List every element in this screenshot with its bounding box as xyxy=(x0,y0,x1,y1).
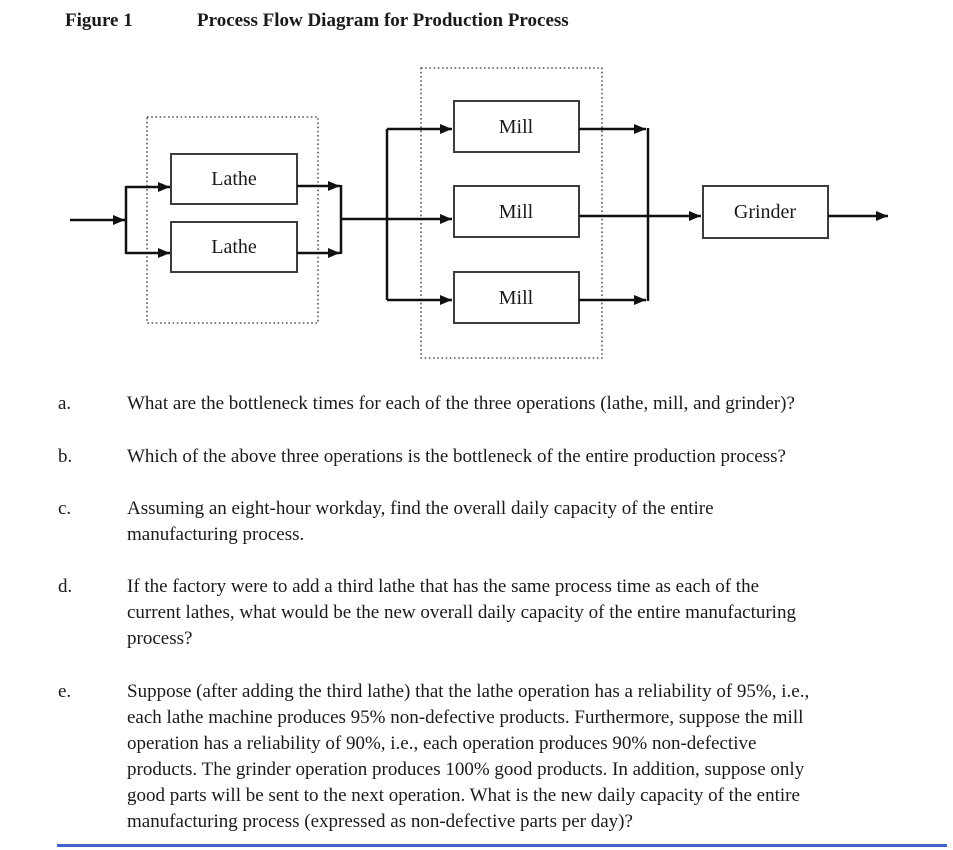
mill3-box xyxy=(453,271,580,324)
mill1-label: Mill xyxy=(499,116,534,138)
question-d-text: If the factory were to add a third lathe… xyxy=(127,574,796,652)
question-line: What are the bottleneck times for each o… xyxy=(127,393,795,414)
question-a-text: What are the bottleneck times for each o… xyxy=(127,391,795,417)
figure-title-row: Figure 1 Process Flow Diagram for Produc… xyxy=(0,10,953,36)
question-c-text: Assuming an eight-hour workday, find the… xyxy=(127,496,714,548)
figure-label: Figure 1 xyxy=(65,10,133,31)
question-line: manufacturing process (expressed as non-… xyxy=(127,811,633,832)
question-line: current lathes, what would be the new ov… xyxy=(127,602,796,623)
question-line: products. The grinder operation produces… xyxy=(127,759,805,780)
question-line: operation has a reliability of 90%, i.e.… xyxy=(127,733,757,754)
question-line: manufacturing process. xyxy=(127,524,305,545)
question-c: c. Assuming an eight-hour workday, find … xyxy=(58,496,714,548)
mill2-box xyxy=(453,185,580,238)
question-line: Which of the above three operations is t… xyxy=(127,446,786,467)
question-d: d. If the factory were to add a third la… xyxy=(58,574,796,652)
lathe1-box xyxy=(170,153,298,205)
grinder-label: Grinder xyxy=(734,201,797,223)
figure-title: Process Flow Diagram for Production Proc… xyxy=(197,10,569,31)
mill3-label: Mill xyxy=(499,287,534,309)
question-line: Suppose (after adding the third lathe) t… xyxy=(127,681,810,702)
process-flow-diagram: Lathe Lathe Mill Mill Mill Grinder xyxy=(70,67,888,359)
question-line: good parts will be sent to the next oper… xyxy=(127,785,800,806)
lathe1-label: Lathe xyxy=(211,168,257,190)
question-e-text: Suppose (after adding the third lathe) t… xyxy=(127,679,809,835)
question-line: process? xyxy=(127,628,193,649)
grinder-box xyxy=(702,185,829,239)
question-d-label: d. xyxy=(58,576,73,597)
bottom-divider-line xyxy=(57,844,947,847)
mill1-box xyxy=(453,100,580,153)
mill2-label: Mill xyxy=(499,201,534,223)
question-line: each lathe machine produces 95% non-defe… xyxy=(127,707,804,728)
question-e-label: e. xyxy=(58,681,72,702)
question-line: If the factory were to add a third lathe… xyxy=(127,576,760,597)
lathe2-box xyxy=(170,221,298,273)
question-b-label: b. xyxy=(58,446,73,467)
question-b: b. Which of the above three operations i… xyxy=(58,444,786,470)
question-b-text: Which of the above three operations is t… xyxy=(127,444,786,470)
question-c-label: c. xyxy=(58,498,72,519)
lathe-group-outline xyxy=(146,116,319,324)
question-e: e. Suppose (after adding the third lathe… xyxy=(58,679,809,835)
question-line: Assuming an eight-hour workday, find the… xyxy=(127,498,714,519)
question-a-label: a. xyxy=(58,393,72,414)
lathe2-label: Lathe xyxy=(211,236,257,258)
question-a: a. What are the bottleneck times for eac… xyxy=(58,391,795,417)
